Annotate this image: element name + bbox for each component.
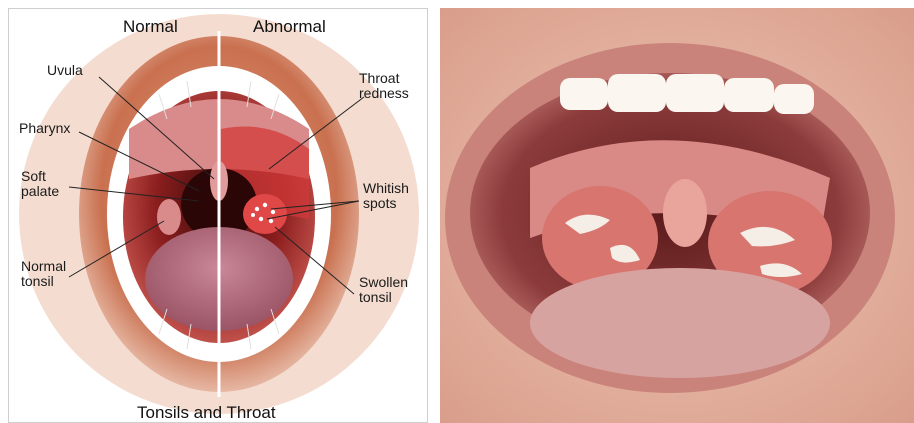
header-abnormal: Abnormal: [253, 17, 326, 37]
label-pharynx: Pharynx: [19, 121, 70, 136]
label-normal-tonsil: Normal tonsil: [21, 259, 66, 289]
diagram-caption: Tonsils and Throat: [137, 403, 276, 423]
label-swollen-tonsil: Swollen tonsil: [359, 275, 408, 305]
throat-photo: [440, 8, 914, 423]
label-soft-palate: Soft palate: [21, 169, 59, 199]
label-whitish-spots: Whitish spots: [363, 181, 409, 211]
photo-tongue: [530, 268, 830, 378]
swollen-tonsil-shape: [243, 194, 287, 234]
normal-tonsil-shape: [157, 199, 181, 235]
header-normal: Normal: [123, 17, 178, 37]
label-uvula: Uvula: [47, 63, 83, 78]
tonsils-diagram: Normal Abnormal Uvula Pharynx Soft palat…: [8, 8, 428, 423]
photo-illustration: [440, 8, 914, 423]
label-throat-redness: Throat redness: [359, 71, 409, 101]
photo-uvula: [663, 179, 707, 247]
